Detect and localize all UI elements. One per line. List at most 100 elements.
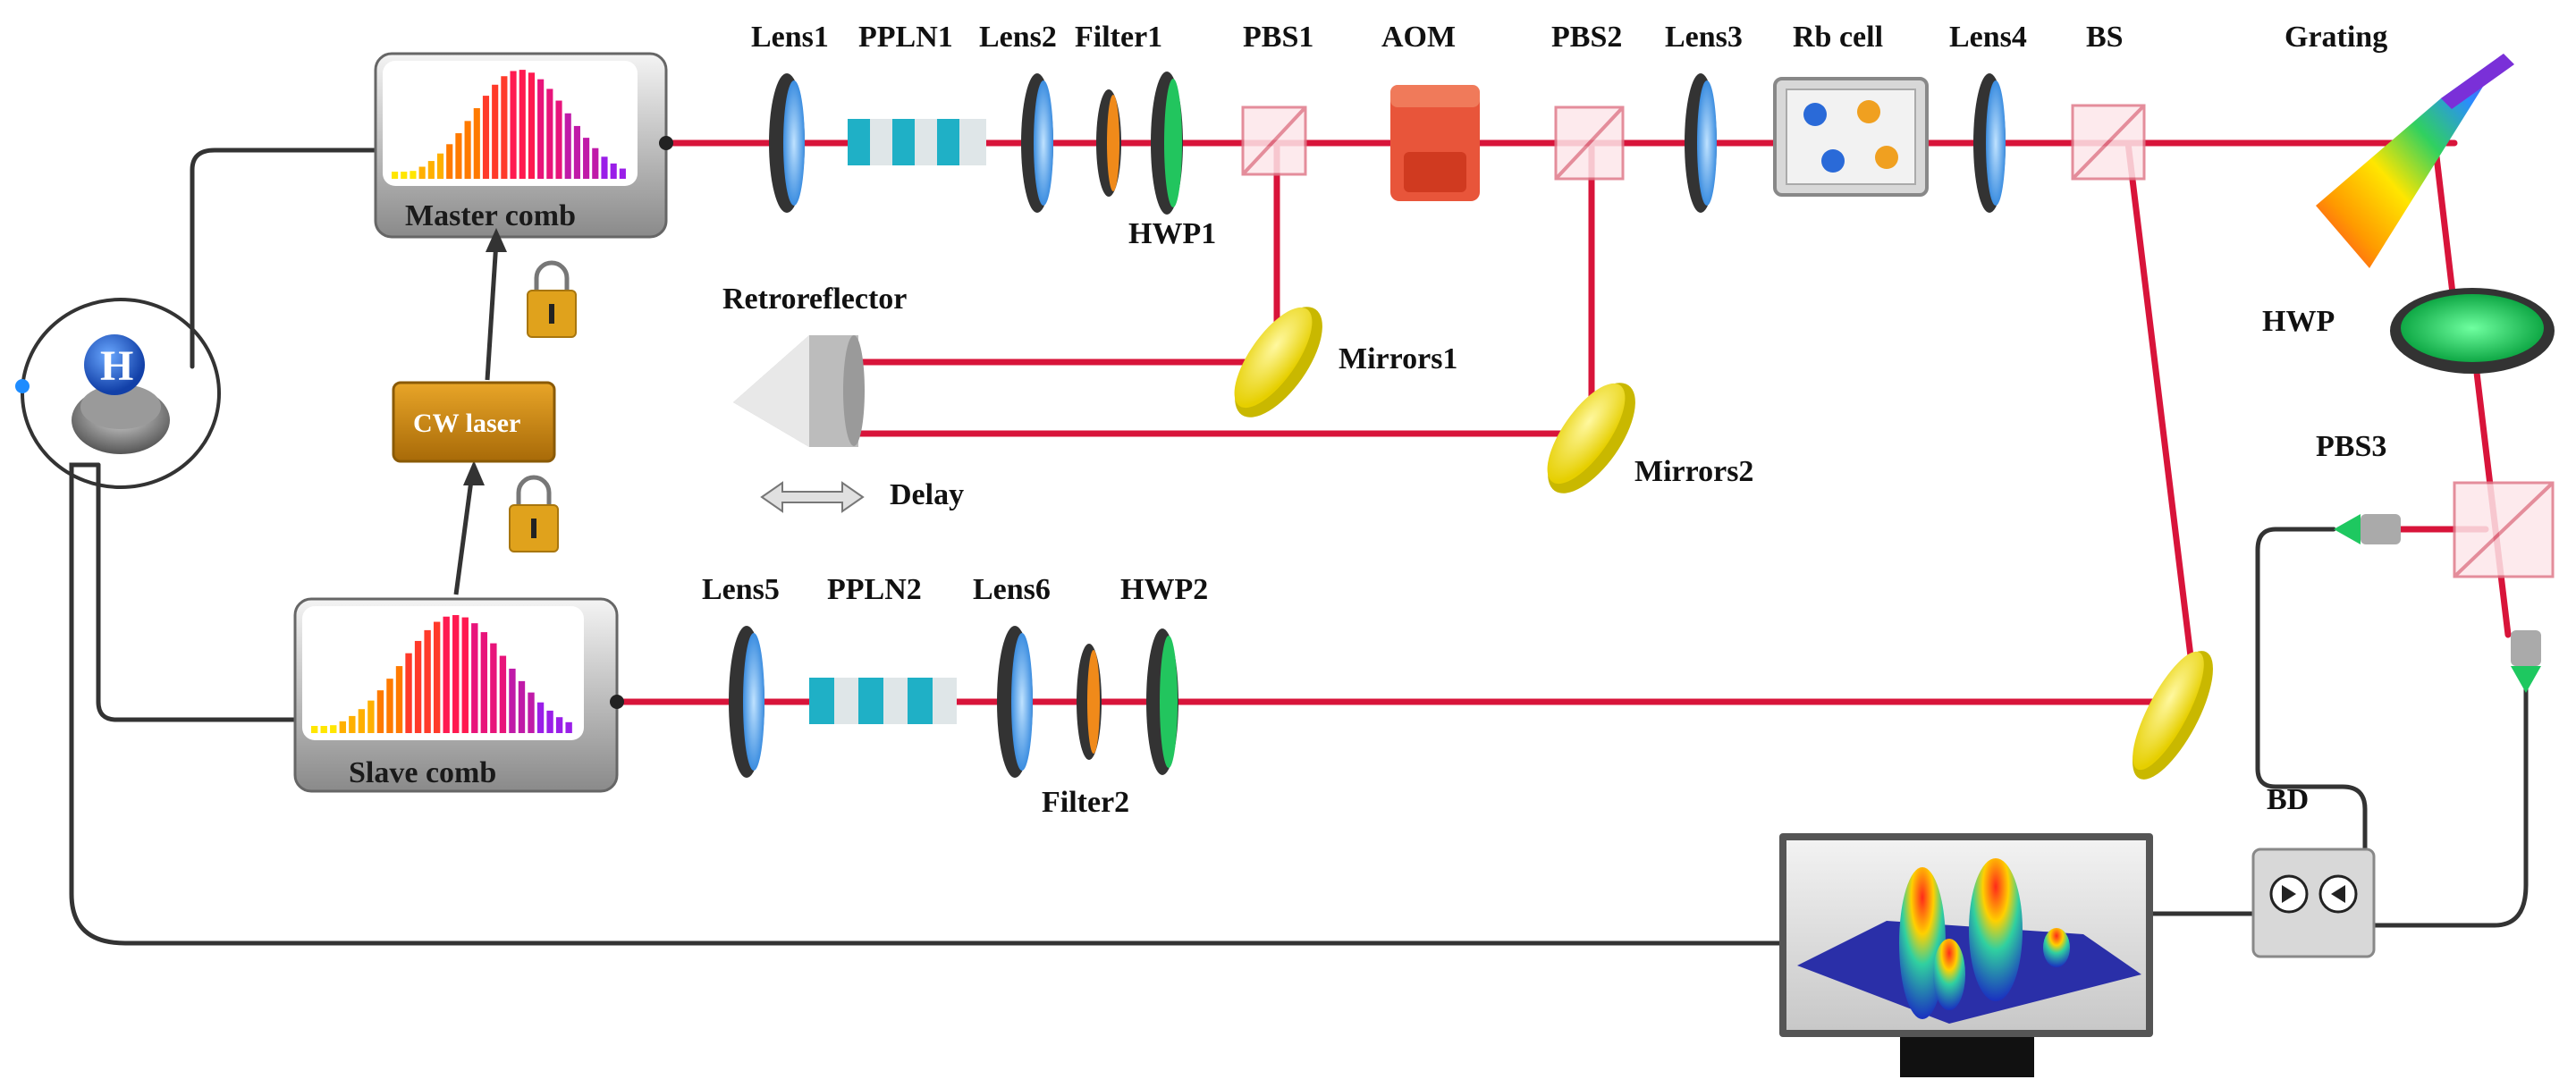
comb-tooth bbox=[433, 621, 441, 733]
comb-tooth bbox=[592, 148, 599, 179]
spectral-peak bbox=[2043, 928, 2070, 967]
comb-tooth bbox=[610, 163, 617, 179]
rb-cell bbox=[1773, 77, 1929, 197]
comb-tooth bbox=[471, 623, 478, 733]
comb-tooth bbox=[536, 702, 545, 733]
comb-tooth bbox=[480, 632, 488, 733]
cable-hydrogen-to-screen bbox=[69, 462, 1782, 946]
cw-laser-lock-chain: CW laser bbox=[392, 228, 577, 595]
lens1 bbox=[769, 73, 805, 213]
component-labels: Lens1 PPLN1 Lens2 Filter1 HWP1 PBS1 AOM … bbox=[702, 21, 2387, 819]
comb-tooth bbox=[446, 144, 453, 179]
beam-bs-down bbox=[2124, 139, 2199, 696]
comb-tooth bbox=[427, 161, 435, 179]
comb-tooth bbox=[424, 629, 431, 733]
comb-tooth bbox=[405, 653, 412, 733]
pbs1-cube bbox=[1241, 105, 1307, 176]
delay-line bbox=[733, 307, 1635, 513]
comb-tooth bbox=[501, 76, 508, 179]
comb-tooth bbox=[320, 726, 327, 733]
master-comb-port bbox=[659, 136, 673, 150]
label-rb-cell: Rb cell bbox=[1793, 21, 1883, 54]
label-lens4: Lens4 bbox=[1949, 21, 2027, 54]
comb-tooth bbox=[537, 79, 545, 179]
comb-tooth bbox=[401, 172, 408, 179]
mirrors1 bbox=[1234, 307, 1322, 417]
hydrogen-reference: H bbox=[15, 298, 221, 489]
combining-mirror bbox=[2133, 651, 2213, 780]
mirrors2 bbox=[1547, 383, 1635, 493]
cw-laser-label: CW laser bbox=[413, 409, 520, 438]
label-grating: Grating bbox=[2285, 21, 2387, 54]
comb-tooth bbox=[464, 121, 471, 179]
comb-tooth bbox=[546, 710, 553, 733]
comb-tooth bbox=[619, 168, 626, 179]
comb-tooth bbox=[499, 655, 507, 733]
hydrogen-base-top bbox=[80, 384, 161, 429]
comb-tooth bbox=[555, 100, 562, 179]
comb-tooth bbox=[461, 617, 469, 733]
comb-tooth bbox=[392, 172, 399, 179]
comb-tooth bbox=[510, 71, 517, 179]
label-filter2: Filter2 bbox=[1042, 786, 1129, 819]
label-lens3: Lens3 bbox=[1665, 21, 1743, 54]
cable-slave-to-hydrogen bbox=[96, 462, 307, 722]
arrow-cw-to-master bbox=[485, 240, 499, 381]
comb-tooth bbox=[565, 721, 572, 733]
slave-comb-port bbox=[610, 695, 624, 709]
lock-icon-upper bbox=[527, 260, 577, 338]
comb-tooth bbox=[564, 113, 571, 179]
ppln2-crystal bbox=[809, 678, 957, 724]
slave-comb-spectrum bbox=[311, 615, 572, 733]
cw-laser-box bbox=[392, 381, 556, 463]
label-bs: BS bbox=[2086, 21, 2124, 54]
comb-tooth bbox=[436, 153, 444, 179]
comb-tooth bbox=[482, 96, 490, 179]
comb-tooth bbox=[418, 166, 426, 179]
label-bd: BD bbox=[2267, 783, 2309, 816]
ppln1-crystal bbox=[848, 119, 986, 165]
spectral-peak bbox=[1969, 858, 2023, 1001]
fiber-coupler-bottom bbox=[2511, 630, 2541, 693]
label-hwp: HWP bbox=[2262, 305, 2335, 338]
arrow-head-master bbox=[486, 228, 507, 252]
comb-tooth bbox=[376, 690, 384, 733]
delay-arrow bbox=[760, 481, 865, 513]
fiber-coupler-left bbox=[2334, 514, 2401, 544]
label-retroreflector: Retroreflector bbox=[722, 283, 907, 316]
comb-tooth bbox=[358, 709, 366, 733]
comb-tooth bbox=[528, 72, 536, 179]
label-hwp1: HWP1 bbox=[1128, 217, 1216, 250]
comb-tooth bbox=[455, 133, 462, 179]
orbit-electron bbox=[15, 379, 30, 393]
master-comb-spectrum bbox=[392, 70, 626, 179]
comb-tooth bbox=[601, 156, 608, 179]
lens4 bbox=[1973, 73, 2006, 213]
label-mirrors1: Mirrors1 bbox=[1339, 342, 1457, 375]
master-comb-label: Master comb bbox=[405, 199, 576, 232]
display-stand bbox=[1900, 1037, 2034, 1077]
label-delay: Delay bbox=[890, 478, 964, 511]
retroreflector-prism bbox=[733, 335, 865, 447]
comb-tooth bbox=[339, 721, 346, 733]
comb-tooth bbox=[473, 108, 480, 179]
label-ppln1: PPLN1 bbox=[858, 21, 953, 54]
aom-device bbox=[1390, 85, 1480, 201]
label-lens2: Lens2 bbox=[979, 21, 1057, 54]
comb-tooth bbox=[583, 138, 590, 179]
grating bbox=[2316, 54, 2514, 268]
comb-tooth bbox=[386, 679, 393, 733]
arrow-slave-to-cw bbox=[453, 473, 475, 595]
lock-icon-lower bbox=[509, 475, 559, 552]
label-aom: AOM bbox=[1381, 21, 1456, 54]
hwp2 bbox=[1146, 628, 1178, 775]
comb-tooth bbox=[492, 84, 499, 179]
bs-cube bbox=[2071, 104, 2146, 181]
upper-optics bbox=[769, 54, 2514, 268]
comb-tooth bbox=[330, 725, 337, 733]
label-lens5: Lens5 bbox=[702, 573, 780, 606]
comb-tooth bbox=[410, 171, 417, 179]
comb-tooth bbox=[546, 89, 553, 179]
comb-tooth bbox=[573, 125, 580, 179]
lens2 bbox=[1021, 73, 1053, 213]
